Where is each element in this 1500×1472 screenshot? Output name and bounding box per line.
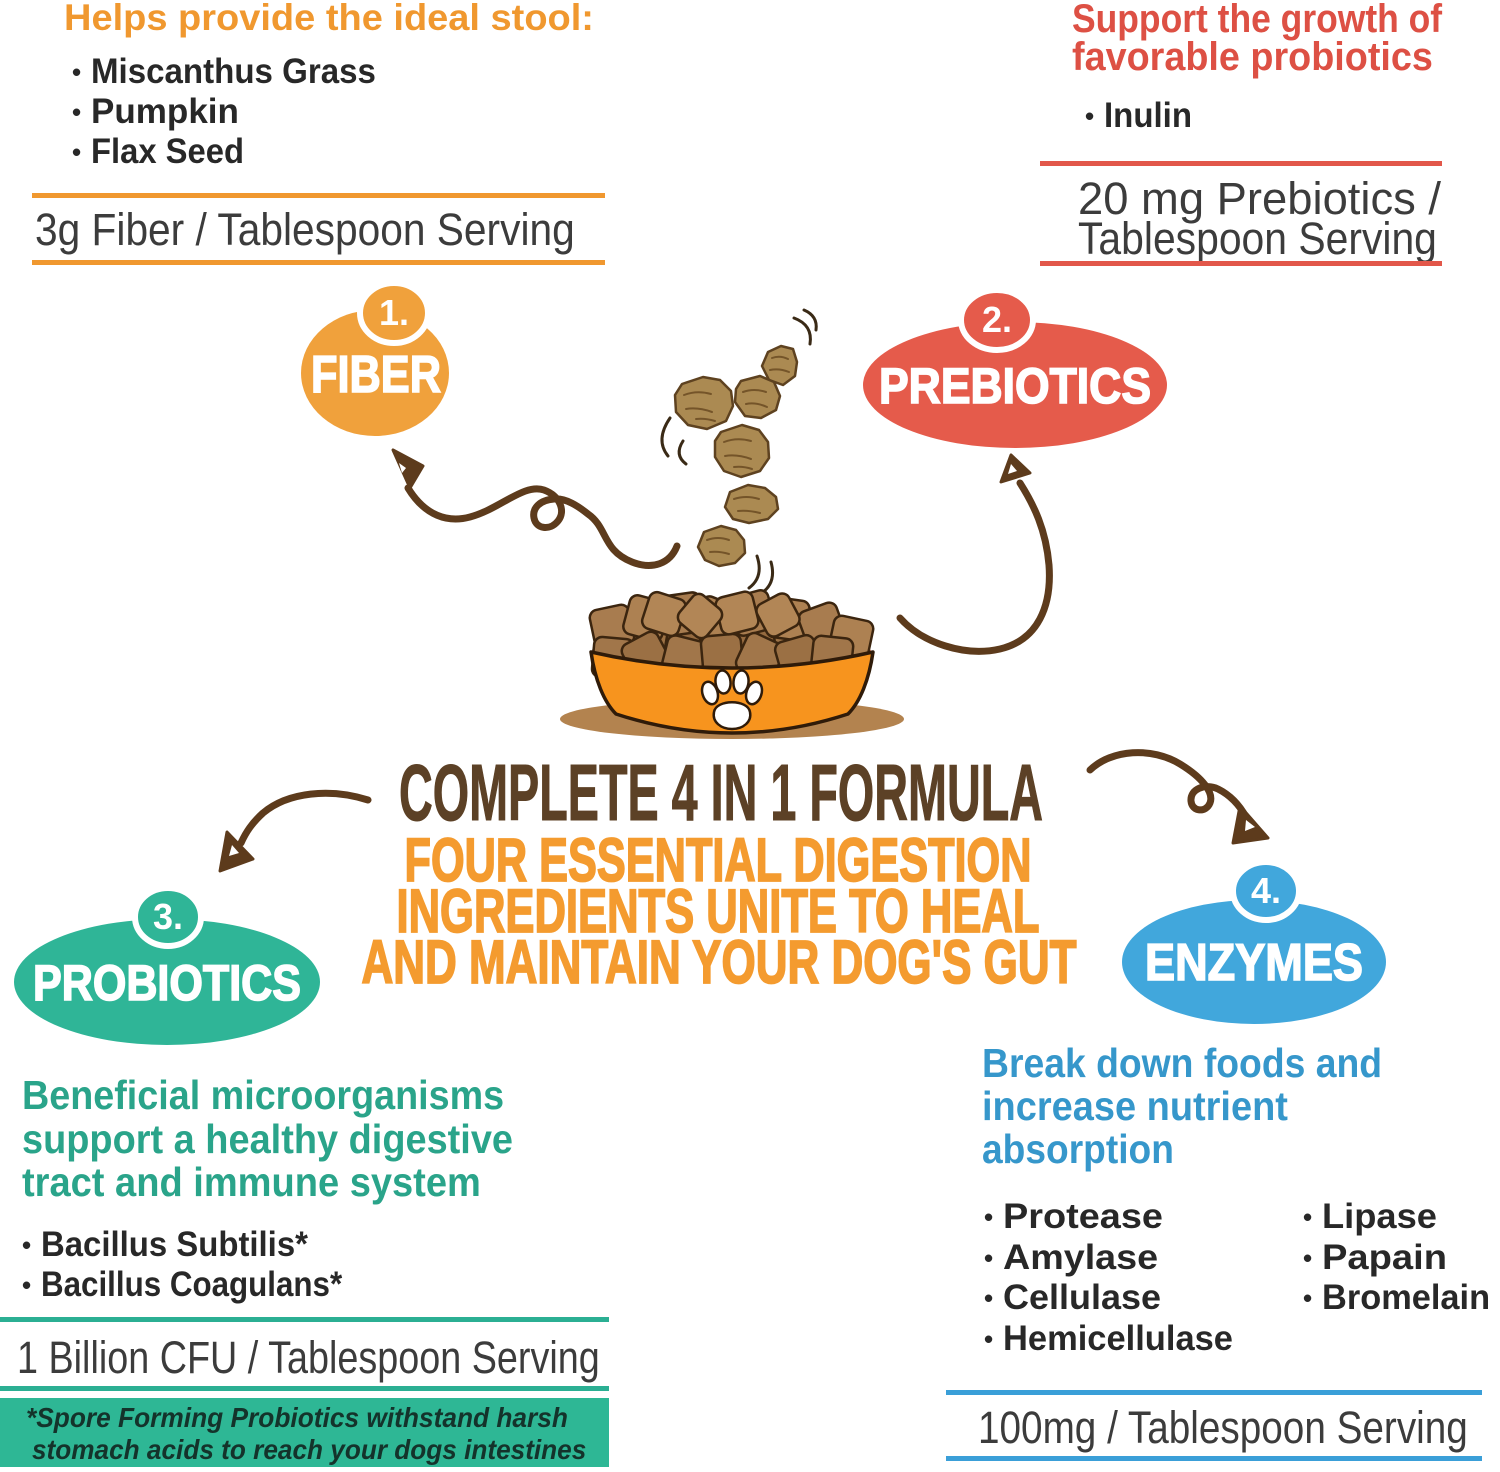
svg-text:2.: 2. [982,299,1012,340]
svg-text:1.: 1. [379,292,409,333]
svg-text:FOUR ESSENTIAL DIGESTION: FOUR ESSENTIAL DIGESTION [405,826,1032,894]
svg-text:3.: 3. [153,896,183,937]
svg-text:4.: 4. [1251,870,1281,911]
svg-text:COMPLETE 4 IN 1 FORMULA: COMPLETE 4 IN 1 FORMULA [399,748,1043,837]
svg-text:FIBER: FIBER [311,346,441,404]
svg-text:PREBIOTICS: PREBIOTICS [879,358,1151,414]
svg-text:AND MAINTAIN YOUR DOG'S GUT: AND MAINTAIN YOUR DOG'S GUT [362,928,1077,996]
svg-text:INGREDIENTS UNITE TO HEAL: INGREDIENTS UNITE TO HEAL [397,877,1040,945]
svg-text:ENZYMES: ENZYMES [1145,934,1363,992]
svg-text:PROBIOTICS: PROBIOTICS [33,955,301,1011]
